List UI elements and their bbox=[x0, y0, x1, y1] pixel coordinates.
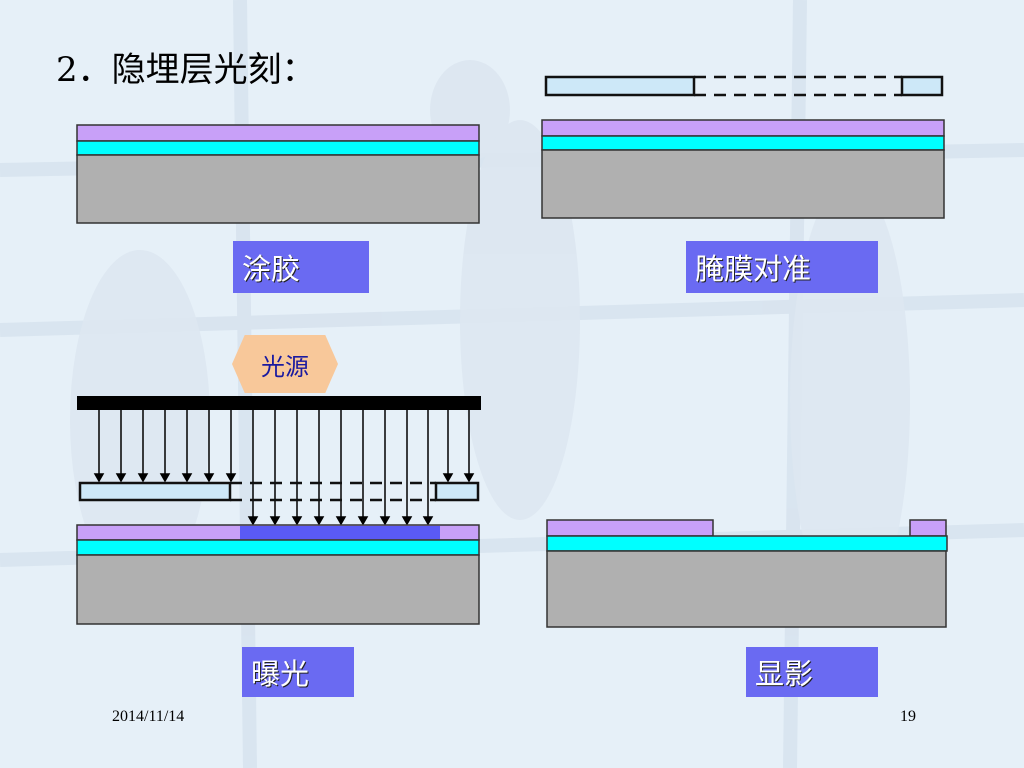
light-bar bbox=[77, 396, 481, 410]
light-ray-arrowhead bbox=[203, 473, 215, 483]
alignment-mask-left bbox=[544, 75, 696, 97]
light-ray-arrowhead bbox=[269, 516, 281, 526]
alignment-mask-right bbox=[900, 75, 944, 97]
coating-oxide-layer bbox=[76, 140, 480, 156]
light-ray-arrowhead bbox=[225, 473, 237, 483]
light-ray-arrowhead bbox=[93, 473, 105, 483]
light-ray-arrowhead bbox=[181, 473, 193, 483]
light-ray-arrowhead bbox=[422, 516, 434, 526]
light-ray-arrowhead bbox=[357, 516, 369, 526]
light-ray-arrowhead bbox=[379, 516, 391, 526]
exposure-mask bbox=[78, 481, 480, 502]
light-ray-arrowhead bbox=[137, 473, 149, 483]
alignment-mask bbox=[544, 75, 944, 97]
light-ray-arrowhead bbox=[159, 473, 171, 483]
light-ray-arrowhead bbox=[401, 516, 413, 526]
coating-resist-layer bbox=[76, 124, 480, 142]
light-rays bbox=[93, 410, 475, 526]
exposed-resist-region bbox=[240, 526, 440, 539]
coating-substrate bbox=[76, 154, 480, 224]
light-ray-arrowhead bbox=[291, 516, 303, 526]
light-ray-arrowhead bbox=[313, 516, 325, 526]
light-ray-arrowhead bbox=[247, 516, 259, 526]
light-source-badge: 光源 bbox=[232, 335, 338, 393]
alignment-wafer bbox=[541, 119, 945, 219]
light-ray-arrowhead bbox=[115, 473, 127, 483]
label-development: 显影 bbox=[746, 647, 878, 697]
footer-date: 2014/11/14 bbox=[112, 708, 185, 725]
label-mask-alignment: 腌膜对准 bbox=[686, 241, 878, 293]
coating-wafer bbox=[76, 124, 480, 224]
light-ray-arrowhead bbox=[335, 516, 347, 526]
footer-page-number: 19 bbox=[900, 708, 916, 725]
label-coating: 涂胶 bbox=[233, 241, 369, 293]
light-ray-arrowhead bbox=[442, 473, 454, 483]
exposure-wafer bbox=[76, 524, 480, 625]
development-wafer bbox=[546, 519, 948, 628]
slide-title: 2．隐埋层光刻： bbox=[56, 50, 316, 90]
light-ray-arrowhead bbox=[463, 473, 475, 483]
label-exposure: 曝光 bbox=[242, 647, 354, 697]
